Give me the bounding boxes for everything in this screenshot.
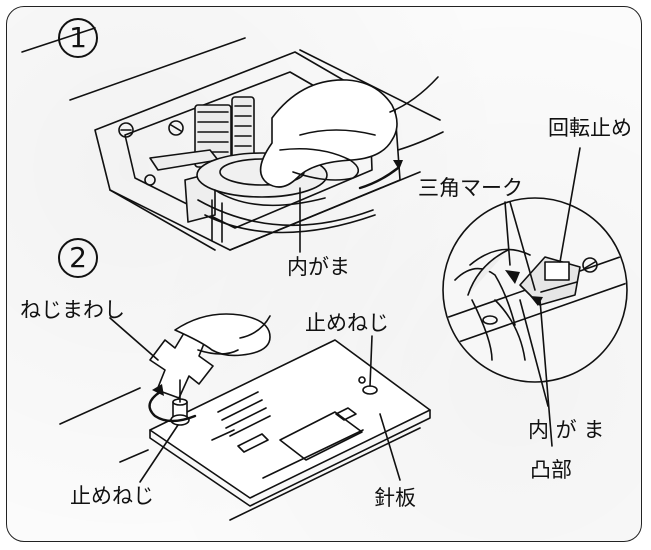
step-2-badge: 2 (58, 238, 98, 278)
label-tomeneji-bottom: 止めねじ (70, 484, 154, 508)
detail-leaders (504, 147, 581, 447)
step2-hand (174, 313, 271, 357)
step-1-number: 1 (69, 21, 87, 54)
label-nejimawashi: ねじまわし (20, 298, 125, 322)
label-sankaku-mark: 三角マーク (418, 176, 523, 200)
label-kaiten-dome: 回転止め (548, 116, 632, 140)
label-toubu: 凸部 (530, 458, 572, 482)
step1-screw-left (118, 122, 134, 138)
step2-leaders (109, 317, 401, 483)
step-1-badge: 1 (58, 18, 98, 58)
step2-arrow (148, 384, 197, 423)
label-uchigama-top: 内がま (287, 255, 350, 279)
step1-arrow (358, 160, 403, 190)
label-harita: 針板 (374, 486, 416, 510)
step1-machine-bed (21, 27, 441, 251)
needle-plate (59, 339, 431, 521)
needle-plate-slots (211, 391, 363, 461)
label-uchigama-right: 内 が ま (528, 418, 605, 442)
label-tomeneji-top: 止めねじ (305, 311, 389, 335)
step1-hand (259, 76, 444, 188)
step-2-number: 2 (69, 241, 87, 274)
step1-screw-mid (168, 120, 184, 136)
